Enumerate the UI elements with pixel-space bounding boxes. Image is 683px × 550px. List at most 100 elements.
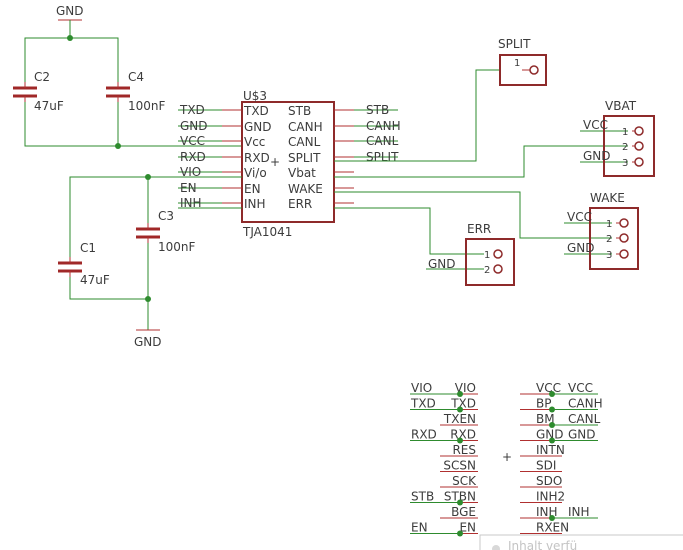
left-net-label-vcc: VCC: [180, 134, 205, 148]
junction-dot: [115, 143, 121, 149]
vbat-net-gnd: GND: [583, 149, 611, 163]
top-gnd-symbol: GND: [56, 4, 84, 38]
wake-connector[interactable]: WAKE 123 VCC GND: [567, 191, 639, 270]
vbat-pins: 123: [622, 126, 644, 169]
u3-left-pin-label: Vcc: [244, 135, 265, 149]
wake_conn-pin-number: 1: [606, 219, 612, 230]
tooltip-text: Inhalt verfü: [508, 539, 577, 550]
header-left-pin-label: RXD: [450, 428, 476, 442]
header-right-pin-label: INTN: [536, 443, 565, 457]
header-right-pin-label: INH2: [536, 490, 565, 504]
header-left-net-stb: STB: [411, 490, 434, 504]
capacitor-c1[interactable]: C1 47uF: [58, 241, 110, 287]
err_conn-pin-number: 1: [484, 250, 490, 261]
capacitor-c4[interactable]: C4 100nF: [106, 70, 166, 113]
capacitor-c3[interactable]: C3 100nF: [136, 209, 196, 254]
top-gnd-label: GND: [56, 4, 84, 18]
u3-left-pin-label: EN: [244, 182, 261, 196]
pin-socket-icon: [634, 126, 644, 136]
bottom-cap-wiring: [69, 174, 242, 330]
u3-right-pin-label: STB: [288, 104, 311, 118]
u3-name: U$3: [243, 89, 267, 103]
u3-right-pin-label: CANL: [288, 135, 321, 149]
u3-left-pin-label: INH: [244, 197, 266, 211]
bottom-gnd-symbol: GND: [134, 329, 162, 349]
c2-value: 47uF: [34, 99, 64, 113]
u3-right-pin-label: SPLIT: [288, 151, 321, 165]
junction-dot: [457, 530, 463, 537]
right-net-label-stb: STB: [366, 103, 389, 117]
junction-dot: [457, 391, 463, 397]
header-right-net-vcc: VCC: [568, 381, 593, 395]
c3-name: C3: [158, 209, 174, 223]
header-left-pin-label: STBN: [444, 490, 476, 504]
split-pin-number: 1: [514, 58, 520, 69]
vbat-connector[interactable]: VBAT 123 VCC GND: [583, 99, 655, 177]
vbat_conn-pin-number: 3: [622, 158, 628, 169]
split-title: SPLIT: [498, 37, 531, 51]
u3-right-pin-label: ERR: [288, 197, 312, 211]
vbat-title: VBAT: [605, 99, 637, 113]
wake_conn-pin-number: 2: [606, 234, 612, 245]
header-left-pin-label: RES: [452, 443, 476, 457]
header-right-pin-label: RXEN: [536, 521, 569, 535]
c2-name: C2: [34, 70, 50, 84]
capacitor-c2[interactable]: C2 47uF: [13, 70, 64, 113]
header-left-pin-label: TXEN: [443, 412, 476, 426]
header-left-net-vio: VIO: [411, 381, 432, 395]
err_conn-pin-number: 2: [484, 265, 490, 276]
u3-left-pin-label: RXD: [244, 151, 270, 165]
u3-right-pin-label: WAKE: [288, 182, 323, 196]
left-net-label-rxd: RXD: [180, 150, 206, 164]
header-left-pin-label: SCK: [452, 474, 477, 488]
header-origin-cross: +: [502, 450, 512, 464]
wake-net-vcc: VCC: [567, 210, 592, 224]
header-left-pin-label: BGE: [451, 505, 476, 519]
junction-dot: [457, 499, 463, 506]
junction-dot: [457, 406, 463, 413]
pin-socket-icon: [493, 264, 503, 274]
vbat_conn-pin-number: 1: [622, 127, 628, 138]
err-connector[interactable]: ERR 12 GND: [428, 222, 515, 286]
left-net-label-inh: INH: [180, 196, 202, 210]
c1-name: C1: [80, 241, 96, 255]
junction-dot: [145, 296, 151, 302]
vbat-net-vcc: VCC: [583, 118, 608, 132]
header-left-pins: VIOTXDTXENRXDRESSCSNSCKSTBNBGEENVIOTXDRX…: [410, 381, 478, 537]
u3-right-pin-label: Vbat: [288, 166, 316, 180]
pin-socket-icon: [619, 249, 629, 259]
header-right-pins: VCCBPBMGNDINTNSDISDOINH2INHRXENVCCCANHCA…: [520, 381, 603, 535]
err-title: ERR: [467, 222, 491, 236]
right-net-label-canl: CANL: [366, 134, 399, 148]
u3-right-pin-label: CANH: [288, 120, 323, 134]
header-right-net-canh: CANH: [568, 397, 603, 411]
pin-socket-icon: [619, 218, 629, 228]
header-right-net-gnd: GND: [568, 428, 596, 442]
pin-socket-icon: [634, 141, 644, 151]
junction-dot: [145, 174, 151, 180]
pin-socket-icon: [619, 233, 629, 243]
junction-dot: [549, 406, 555, 413]
header-part[interactable]: VIOTXDTXENRXDRESSCSNSCKSTBNBGEENVIOTXDRX…: [410, 381, 603, 537]
u3-left-pin-label: GND: [244, 120, 272, 134]
header-left-net-en: EN: [411, 521, 428, 535]
tooltip-popup: Inhalt verfü: [479, 534, 683, 550]
header-left-net-rxd: RXD: [411, 428, 437, 442]
top-cap-wiring: [24, 35, 242, 149]
junction-dot: [549, 391, 555, 397]
origin-cross: +: [270, 155, 280, 169]
c4-value: 100nF: [128, 99, 166, 113]
junction-dot: [549, 515, 555, 521]
pin-socket-icon: [634, 157, 644, 167]
header-right-pin-label: BP: [536, 397, 551, 411]
err-pins: 12: [484, 249, 503, 276]
header-right-pin-label: BM: [536, 412, 555, 426]
split-connector[interactable]: SPLIT 1: [498, 37, 547, 86]
right-net-label-canh: CANH: [366, 119, 401, 133]
right-net-label-split: SPLIT: [366, 150, 399, 164]
